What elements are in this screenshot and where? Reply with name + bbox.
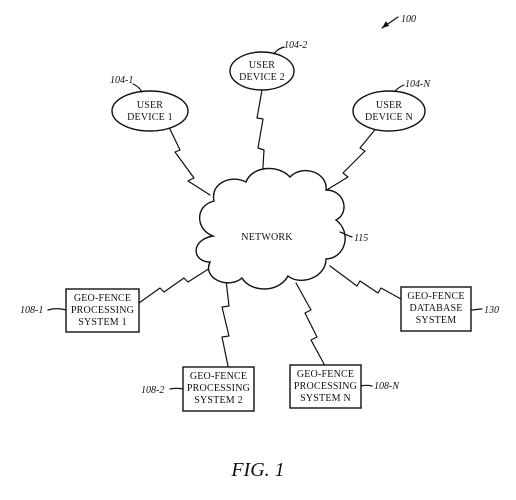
geo-fence-processing-system-n-box xyxy=(289,364,362,409)
geo-fence-processing-system-1-line-2: PROCESSING xyxy=(71,305,134,316)
link-geo-fence-database xyxy=(329,265,402,300)
ref-geo-fence-processing-n-leader xyxy=(360,384,373,387)
geo-fence-database-system-line-3: SYSTEM xyxy=(416,315,457,326)
network-cloud: NETWORK xyxy=(195,167,346,290)
user-device-1-ellipse xyxy=(111,90,189,132)
ref-user-device-n-leader xyxy=(394,84,405,92)
link-geo-fence-processing-1 xyxy=(138,267,211,304)
ref-user-device-n: 104-N xyxy=(405,79,431,90)
ref-network-leader xyxy=(339,231,353,238)
geo-fence-database-system-line-2: DATABASE xyxy=(409,303,462,314)
link-geo-fence-processing-n xyxy=(295,282,325,365)
user-device-1-line-2: DEVICE 1 xyxy=(127,112,173,123)
user-device-2: USER DEVICE 2 xyxy=(229,51,295,91)
geo-fence-processing-system-1-line-3: SYSTEM 1 xyxy=(78,317,127,328)
user-device-n-ellipse xyxy=(352,90,426,132)
link-user-device-n xyxy=(319,125,379,195)
link-user-device-1 xyxy=(167,124,211,196)
geo-fence-processing-system-2: GEO-FENCE PROCESSING SYSTEM 2 xyxy=(182,366,255,412)
figure-caption: FIG. 1 xyxy=(230,459,284,481)
geo-fence-processing-system-2-line-2: PROCESSING xyxy=(187,383,250,394)
ref-system-label: 100 xyxy=(401,14,416,25)
geo-fence-processing-system-2-line-1: GEO-FENCE xyxy=(190,371,247,382)
ref-network: 115 xyxy=(354,233,368,244)
user-device-n-line-2: DEVICE N xyxy=(365,112,413,123)
geo-fence-processing-system-n-line-3: SYSTEM N xyxy=(300,393,351,404)
ref-geo-fence-processing-1-leader xyxy=(47,307,67,311)
user-device-1: USER DEVICE 1 xyxy=(111,90,189,132)
geo-fence-processing-system-n-line-1: GEO-FENCE xyxy=(297,369,354,380)
user-device-n: USER DEVICE N xyxy=(352,90,426,132)
network-label: NETWORK xyxy=(241,232,293,243)
geo-fence-processing-system-n: GEO-FENCE PROCESSING SYSTEM N xyxy=(289,364,362,409)
ref-user-device-1: 104-1 xyxy=(110,75,133,86)
wireless-links xyxy=(138,89,402,367)
ref-user-device-2: 104-2 xyxy=(284,40,307,51)
ref-geo-fence-database: 130 xyxy=(484,305,499,316)
user-device-2-line-1: USER xyxy=(249,60,275,71)
user-device-2-line-2: DEVICE 2 xyxy=(239,72,285,83)
user-device-2-ellipse xyxy=(229,51,295,91)
ref-system-arrowhead xyxy=(382,21,389,28)
reference-numerals: 100 104-2 104-1 104-N 115 108-1 130 108-… xyxy=(20,14,499,396)
user-device-1-line-1: USER xyxy=(137,100,163,111)
ref-user-device-2-leader xyxy=(273,46,285,55)
geo-fence-processing-system-n-line-2: PROCESSING xyxy=(294,381,357,392)
ref-geo-fence-processing-2-leader xyxy=(169,387,184,390)
geo-fence-processing-system-2-box xyxy=(182,366,255,412)
geo-fence-processing-system-2-line-3: SYSTEM 2 xyxy=(194,395,243,406)
ref-geo-fence-database-leader xyxy=(470,308,483,311)
geo-fence-database-system-line-1: GEO-FENCE xyxy=(407,291,464,302)
geo-fence-database-system-box xyxy=(400,286,472,332)
ref-geo-fence-processing-2: 108-2 xyxy=(141,385,164,396)
user-device-n-line-1: USER xyxy=(376,100,402,111)
ref-user-device-1-leader xyxy=(132,83,143,93)
link-geo-fence-processing-2 xyxy=(221,279,230,367)
geo-fence-database-system: GEO-FENCE DATABASE SYSTEM xyxy=(400,286,472,332)
ref-geo-fence-processing-n: 108-N xyxy=(374,381,400,392)
ref-geo-fence-processing-1: 108-1 xyxy=(20,305,43,316)
geo-fence-processing-system-1-line-1: GEO-FENCE xyxy=(74,293,131,304)
geo-fence-processing-system-1: GEO-FENCE PROCESSING SYSTEM 1 xyxy=(65,288,140,333)
link-user-device-2 xyxy=(256,89,265,184)
cloud-shape xyxy=(195,167,346,290)
